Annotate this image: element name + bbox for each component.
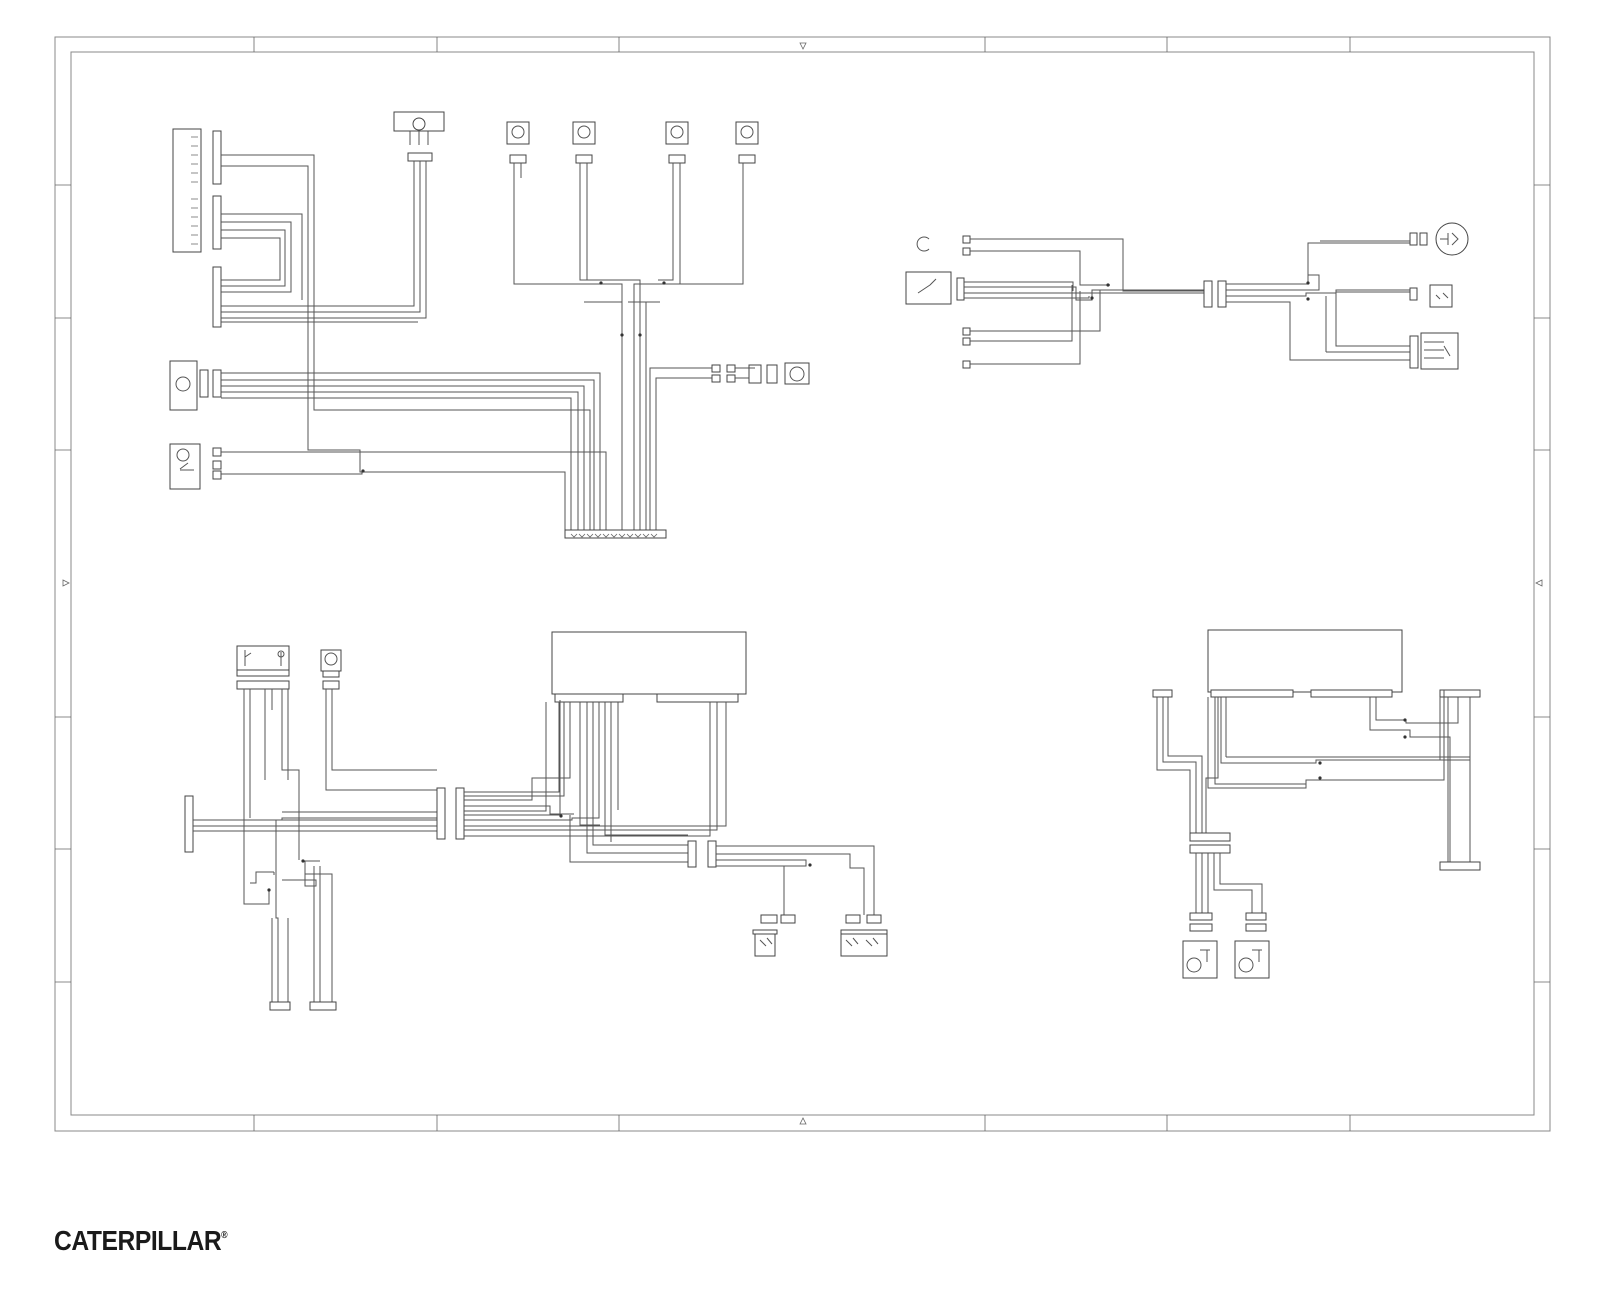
connector-plug	[212, 130, 222, 185]
lamp-group	[506, 121, 759, 164]
gauge-icon	[175, 376, 191, 392]
connector-plug	[212, 195, 222, 250]
motor-icon	[1186, 957, 1202, 973]
lamp-icon	[665, 121, 689, 145]
connector-plug	[184, 795, 194, 853]
relay-component	[840, 933, 888, 957]
switch-component	[905, 271, 952, 305]
circuit-top-left	[169, 111, 810, 539]
connector-plug	[1203, 280, 1213, 308]
connector-plug	[687, 840, 697, 868]
lamp-icon	[506, 121, 530, 145]
horn-icon	[1435, 222, 1469, 256]
connector-plug	[707, 840, 717, 868]
circuit-bottom-left	[184, 631, 888, 1011]
gauge-component	[169, 360, 198, 411]
motor-component	[1182, 940, 1218, 979]
connector-plug	[212, 266, 222, 328]
lamp-icon	[735, 121, 759, 145]
circuit-top-right	[905, 222, 1469, 370]
main-connector	[564, 529, 667, 539]
controller-module	[1207, 629, 1403, 693]
caterpillar-logo: CATERPILLAR®	[54, 1225, 228, 1265]
controller-module	[551, 631, 747, 695]
motor-icon	[1238, 957, 1254, 973]
connector-plug	[1217, 280, 1227, 308]
connector-plug	[407, 152, 433, 162]
relay-component	[1429, 284, 1453, 308]
connector-block	[172, 128, 202, 253]
lamp-icon	[784, 362, 810, 385]
drawing-frame	[54, 36, 1551, 1132]
connector-plug	[309, 1001, 337, 1011]
brand-name: CATERPILLAR	[54, 1225, 222, 1256]
connector-plug	[1439, 861, 1481, 871]
connector-plug	[1189, 844, 1231, 854]
circuit-bottom-right	[1152, 629, 1481, 979]
motor-component	[1234, 940, 1270, 979]
switch-component	[169, 443, 201, 490]
lamp-icon	[412, 117, 426, 131]
switch-component	[236, 645, 290, 671]
relay-component	[748, 364, 762, 384]
connector-plug	[269, 1001, 291, 1011]
registered-mark: ®	[221, 1229, 228, 1241]
connector-plug	[1189, 832, 1231, 842]
connector-plug	[436, 787, 446, 840]
sensor-component	[1420, 332, 1459, 370]
connector-plug	[455, 787, 465, 840]
lamp-icon	[572, 121, 596, 145]
